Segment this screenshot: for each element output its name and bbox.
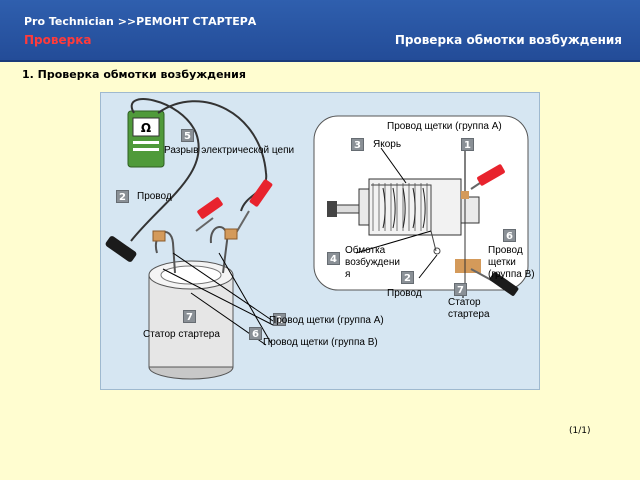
callout-1: 1	[461, 138, 474, 151]
page-title: 1. Проверка обмотки возбуждения	[22, 68, 246, 81]
red-probe-icon	[195, 197, 223, 232]
red-probe-icon	[235, 179, 273, 234]
callout-6: 6	[249, 327, 262, 340]
label-brush-wire-b-bottom: Провод щетки (группа B)	[263, 337, 378, 348]
page-topic: Проверка обмотки возбуждения	[394, 33, 622, 47]
label-wire-center: Провод	[387, 288, 422, 299]
stator-icon	[148, 226, 238, 380]
breadcrumb[interactable]: Pro Technician >>РЕМОНТ СТАРТЕРА	[24, 15, 257, 28]
label-stator-right: Статор стартера	[448, 297, 490, 320]
label-brush-wire-a: Провод щетки (группа A)	[387, 121, 502, 132]
label-brush-wire-a-bottom: Провод щетки (группа A)	[269, 315, 384, 326]
callout-6: 6	[503, 229, 516, 242]
header-bar: Pro Technician >>РЕМОНТ СТАРТЕРА Проверк…	[0, 0, 640, 62]
callout-7: 7	[183, 310, 196, 323]
ohmmeter-icon: Ω	[127, 110, 165, 168]
section-title: Проверка	[24, 33, 92, 47]
callout-2: 2	[401, 271, 414, 284]
black-probe-icon	[105, 236, 137, 262]
callout-2: 2	[116, 190, 129, 203]
starter-schematic-icon	[327, 178, 481, 285]
callout-4: 4	[327, 252, 340, 265]
starter-diagram: Ω	[105, 98, 529, 380]
label-brush-wire-b: Провод щетки (группа B)	[488, 245, 535, 280]
black-probe-icon	[470, 268, 519, 296]
label-armature: Якорь	[373, 139, 402, 150]
label-open-circuit: Разрыв электрической цепи	[164, 145, 295, 156]
label-wire-left: Провод	[137, 191, 172, 202]
page-indicator: (1/1)	[569, 426, 591, 436]
meter-symbol: Ω	[141, 121, 151, 135]
diagram-panel: Ω	[100, 92, 540, 390]
red-probe-icon	[470, 164, 505, 190]
label-stator-left: Статор стартера	[143, 329, 220, 340]
label-field-coil: Обмотка возбуждени я	[345, 245, 400, 280]
callout-3: 3	[351, 138, 364, 151]
callout-5: 5	[181, 129, 194, 142]
callout-7: 7	[454, 283, 467, 296]
callout-1: 1	[273, 313, 286, 326]
